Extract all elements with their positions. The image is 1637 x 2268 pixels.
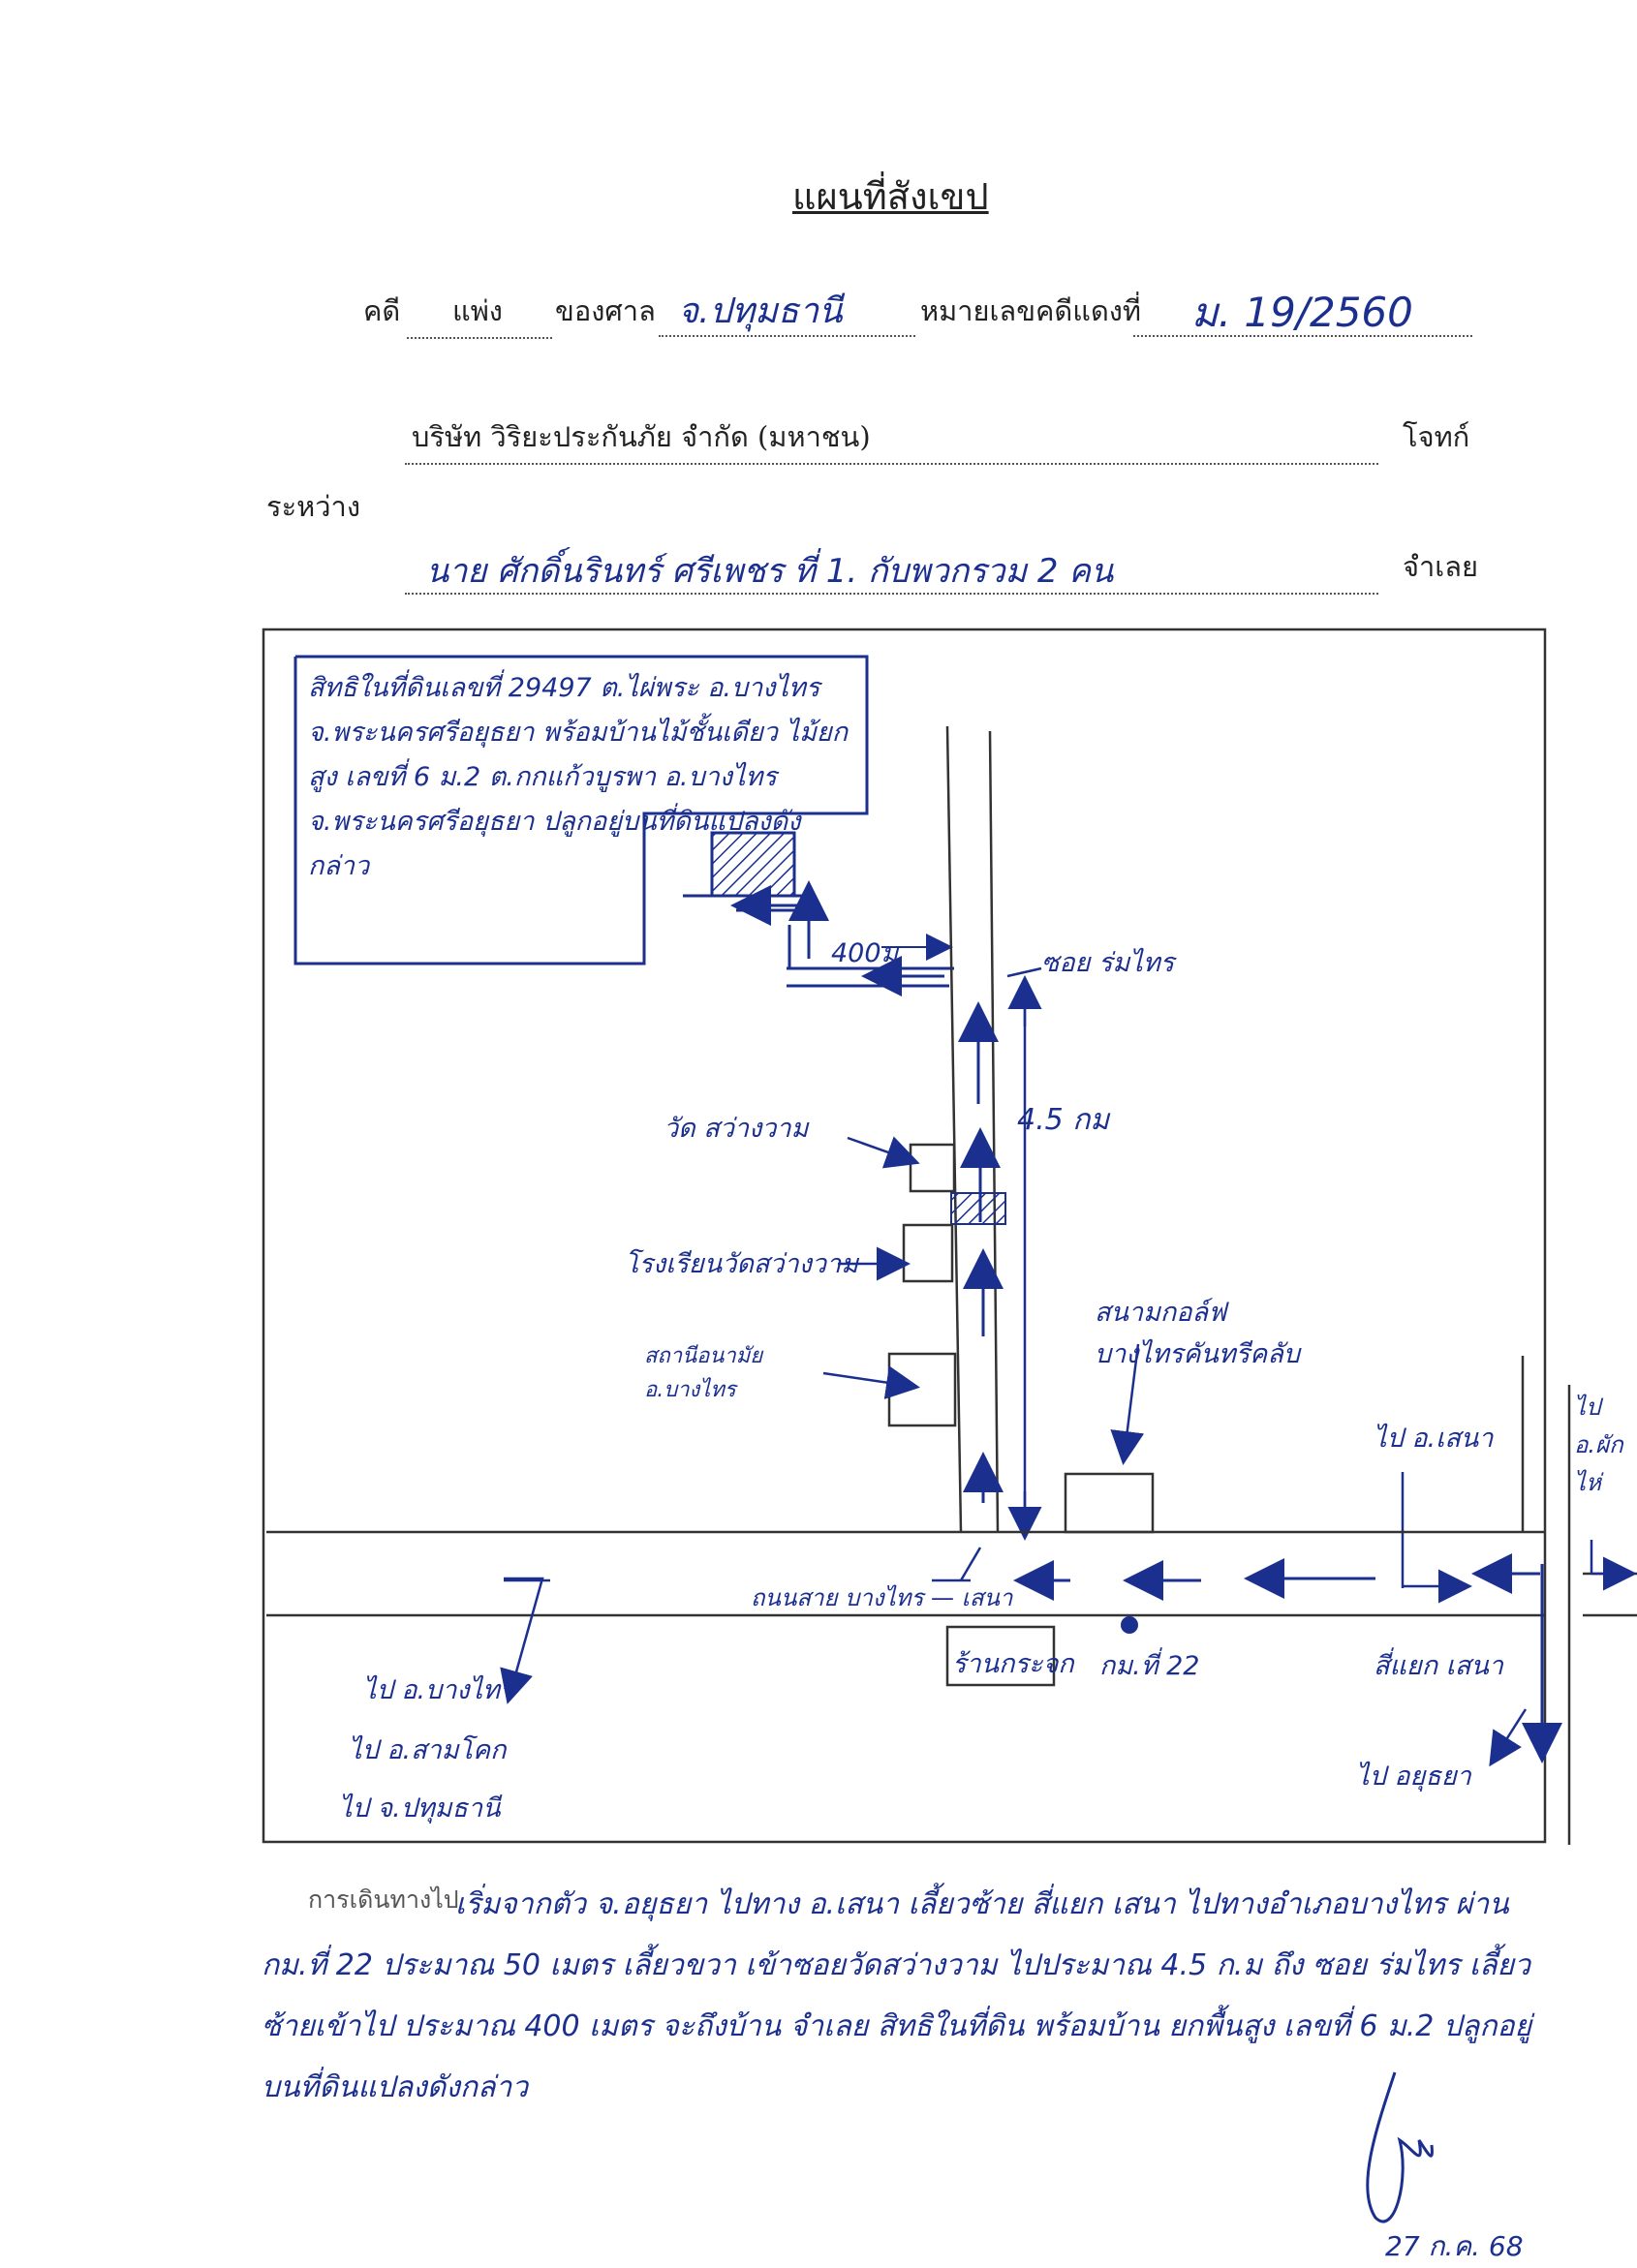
case-type-line	[407, 337, 552, 339]
wat-building	[909, 1143, 956, 1193]
page-title: แผนที่สังเขป	[792, 175, 989, 218]
red-case-label: หมายเลขคดีแดงที่	[920, 294, 1142, 327]
signature-date: 27 ก.ค. 68	[1385, 2230, 1524, 2262]
distance-4-5km: 4.5 กม	[1017, 1103, 1110, 1137]
defendant-name: นาย ศักดิ์นรินทร์ ศรีเพชร ที่ 1. กับพวกร…	[426, 552, 1114, 591]
plaintiff-label: โจทก์	[1403, 420, 1470, 453]
soi-road-right	[988, 730, 1000, 1533]
shop-label: ร้านกระจก	[952, 1649, 1074, 1679]
defendant-label: จำเลย	[1403, 550, 1478, 583]
red-case-line	[1133, 335, 1472, 337]
between-label: ระหว่าง	[266, 490, 360, 523]
map-frame	[262, 628, 1547, 1844]
school-building	[902, 1223, 954, 1283]
wat-label: วัด สว่างวาม	[664, 1114, 809, 1144]
to-sena-top-label: ไป อ.เสนา	[1374, 1424, 1494, 1454]
to-phak-hai-label: ไป อ.ผัก ไห่	[1574, 1394, 1623, 1496]
road-label: ถนนสาย บางไทร — เสนา	[751, 1584, 1013, 1611]
court-name: จ.ปทุมธานี	[678, 291, 843, 331]
court-label: ของศาล	[555, 294, 656, 327]
property-note-box	[293, 655, 869, 965]
case-type: แพ่ง	[452, 294, 503, 327]
distance-400m: 400ม	[831, 938, 899, 968]
golf-label: สนามกอล์ฟ บางไทรคันทรีคลับ	[1095, 1298, 1300, 1369]
signature-mark	[1366, 2071, 1434, 2223]
directions-label: การเดินทางไป	[308, 1885, 459, 1914]
court-name-line	[659, 335, 915, 337]
to-pathum-label: ไป จ.ปทุมธานี	[339, 1793, 501, 1824]
station-label: สถานีอนามัย อ.บางไทร	[644, 1344, 763, 1402]
to-ayutthaya-label: ไป อยุธยา	[1356, 1762, 1471, 1792]
soi-road-left	[945, 725, 963, 1533]
plaintiff-name: บริษัท วิริยะประกันภัย จำกัด (มหาชน)	[412, 420, 871, 453]
junction-label: สี่แยก เสนา	[1374, 1651, 1503, 1681]
km-marker-icon	[1121, 1616, 1138, 1634]
school-label: โรงเรียนวัดสว่างวาม	[625, 1249, 858, 1279]
to-bangsai-label: ไป อ.บางไทร	[363, 1675, 514, 1705]
km-label: กม.ที่ 22	[1099, 1651, 1200, 1681]
property-note: สิทธิในที่ดินเลขที่ 29497 ต.ไผ่พระ อ.บาง…	[308, 673, 849, 881]
soi-label: ซอย ร่มไทร	[1041, 948, 1175, 978]
directions-text: เริ่มจากตัว จ.อยุธยา ไปทาง อ.เสนา เลี้ยว…	[262, 1887, 1532, 2104]
golf-building	[1064, 1472, 1155, 1534]
shop-building	[945, 1625, 1056, 1687]
case-label: คดี	[363, 294, 401, 327]
station-building	[887, 1352, 957, 1427]
defendant-line	[405, 593, 1378, 595]
plaintiff-line	[405, 463, 1378, 465]
to-samkhok-label: ไป อ.สามโคก	[349, 1735, 507, 1765]
red-case-number: ม. 19/2560	[1191, 289, 1413, 336]
